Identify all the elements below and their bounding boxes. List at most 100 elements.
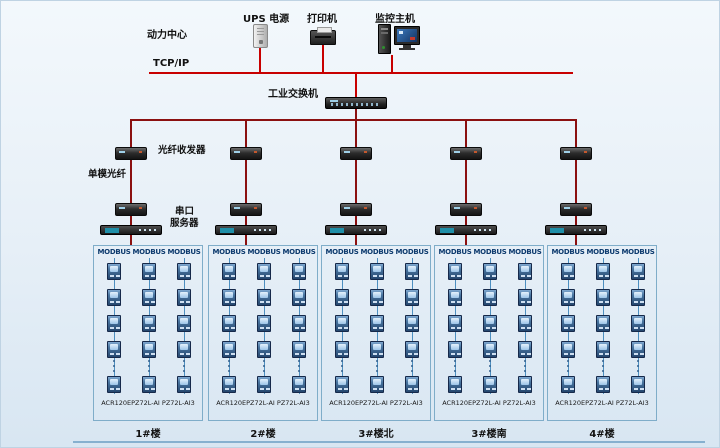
meter-model-label: ACR120EPZ72L-AI PZ72L-AI3 xyxy=(329,399,423,407)
power-meter-icon xyxy=(405,341,419,358)
transceiver-to-serial-line xyxy=(130,216,132,225)
modbus-label: MODBUS xyxy=(621,248,655,256)
single-mode-fiber-line xyxy=(245,160,247,203)
transceiver-to-serial-line xyxy=(245,216,247,225)
modbus-label: MODBUS xyxy=(212,248,246,256)
host-monitor-icon xyxy=(394,26,420,45)
building-label: 2#楼 xyxy=(250,429,276,440)
serial-to-box-line xyxy=(130,235,132,245)
fiber-transceiver-icon xyxy=(560,147,592,160)
ellipsis-dots xyxy=(341,360,343,362)
switch-to-transceiver-line xyxy=(465,121,467,147)
single-mode-fiber-line xyxy=(130,160,132,203)
ellipsis-dots xyxy=(228,360,230,362)
power-meter-icon xyxy=(335,263,349,280)
tcpip-label: TCP/IP xyxy=(153,58,190,69)
power-meter-icon xyxy=(177,376,191,393)
monitor-base xyxy=(399,48,415,50)
tcpip-bus-line xyxy=(149,72,573,74)
ellipsis-dots xyxy=(602,360,604,362)
power-meter-icon xyxy=(518,376,532,393)
power-meter-icon xyxy=(405,263,419,280)
power-meter-icon xyxy=(631,263,645,280)
power-meter-icon xyxy=(370,376,384,393)
bottom-frame-line xyxy=(73,441,705,443)
power-meter-icon xyxy=(107,341,121,358)
power-meter-icon xyxy=(596,341,610,358)
modbus-label: MODBUS xyxy=(282,248,316,256)
ellipsis-dots xyxy=(263,360,265,362)
power-center-label: 动力中心 xyxy=(147,30,187,41)
power-meter-icon xyxy=(335,289,349,306)
power-meter-icon xyxy=(107,376,121,393)
tcpip-to-switch-line xyxy=(355,74,357,97)
meter-model-label: ACR120EPZ72L-AI PZ72L-AI3 xyxy=(555,399,649,407)
power-meter-icon xyxy=(405,289,419,306)
serial-server-icon xyxy=(325,225,387,235)
single-mode-fiber-line xyxy=(465,160,467,203)
power-meter-icon xyxy=(448,315,462,332)
power-meter-icon xyxy=(561,315,575,332)
power-meter-icon xyxy=(370,289,384,306)
monitor-stand xyxy=(403,45,411,48)
ellipsis-dots xyxy=(524,360,526,362)
ups-icon xyxy=(253,24,268,48)
transceiver-to-serial-line xyxy=(465,216,467,225)
transceiver-to-serial-line xyxy=(355,216,357,225)
modbus-label: MODBUS xyxy=(508,248,542,256)
power-meter-icon xyxy=(448,341,462,358)
power-meter-icon xyxy=(257,263,271,280)
power-meter-icon xyxy=(483,289,497,306)
building-label: 3#楼南 xyxy=(471,429,507,440)
ellipsis-dots xyxy=(454,360,456,362)
fiber-transceiver-icon xyxy=(450,203,482,216)
ellipsis-dots xyxy=(567,360,569,362)
power-meter-icon xyxy=(257,289,271,306)
modbus-label: MODBUS xyxy=(586,248,620,256)
power-meter-icon xyxy=(483,341,497,358)
fiber-transceiver-icon xyxy=(450,147,482,160)
switch-to-transceiver-line xyxy=(355,121,357,147)
power-meter-icon xyxy=(142,341,156,358)
modbus-label: MODBUS xyxy=(395,248,429,256)
power-meter-icon xyxy=(177,341,191,358)
meter-model-label: ACR120EPZ72L-AI PZ72L-AI3 xyxy=(442,399,536,407)
fiber-transceiver-icon xyxy=(115,147,147,160)
power-meter-icon xyxy=(631,289,645,306)
power-meter-icon xyxy=(596,315,610,332)
serial-server-label-line2: 服务器 xyxy=(170,218,199,229)
power-meter-icon xyxy=(370,341,384,358)
power-meter-icon xyxy=(405,315,419,332)
switch-to-transceiver-line xyxy=(130,121,132,147)
monitor-screen xyxy=(397,29,417,42)
ellipsis-dots xyxy=(183,360,185,362)
power-meter-icon xyxy=(107,263,121,280)
switch-to-transceiver-line xyxy=(245,121,247,147)
power-meter-icon xyxy=(483,263,497,280)
power-meter-icon xyxy=(631,376,645,393)
power-meter-icon xyxy=(448,263,462,280)
switch-to-transceiver-line xyxy=(575,121,577,147)
power-meter-icon xyxy=(177,263,191,280)
transceiver-to-serial-line xyxy=(575,216,577,225)
printer-icon xyxy=(310,27,336,45)
fiber-transceiver-icon xyxy=(340,203,372,216)
power-meter-icon xyxy=(177,289,191,306)
serial-to-box-line xyxy=(575,235,577,245)
fiber-transceiver-label: 光纤收发器 xyxy=(158,145,206,156)
ellipsis-dots xyxy=(148,360,150,362)
industrial-switch-label: 工业交换机 xyxy=(268,89,318,100)
ups-drop-line xyxy=(259,48,261,73)
ups-label: UPS 电源 xyxy=(243,14,290,25)
power-meter-icon xyxy=(561,263,575,280)
power-meter-icon xyxy=(222,341,236,358)
switch-to-bus-line xyxy=(355,109,357,119)
power-meter-icon xyxy=(596,263,610,280)
serial-to-box-line xyxy=(355,235,357,245)
power-meter-icon xyxy=(222,289,236,306)
power-meter-icon xyxy=(596,376,610,393)
power-meter-icon xyxy=(335,376,349,393)
power-meter-icon xyxy=(222,315,236,332)
ellipsis-dots xyxy=(411,360,413,362)
